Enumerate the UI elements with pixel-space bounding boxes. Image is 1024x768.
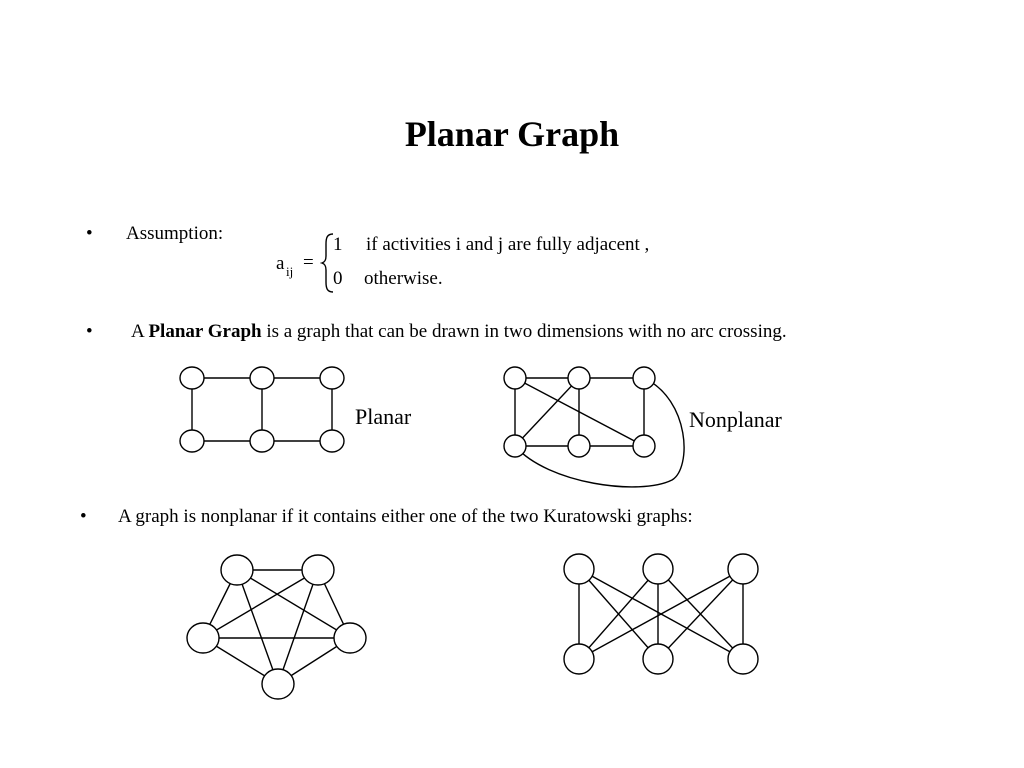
label-nonplanar: Nonplanar [689,407,782,432]
formula-case-2-value: 0 [333,268,343,289]
node [727,553,759,585]
formula-case-2-condition: otherwise. [364,268,443,289]
edge [657,568,744,660]
node [319,366,345,390]
node [563,643,595,675]
bullet-planar-suffix: is a graph that can be drawn in two dime… [261,321,787,342]
nonplanar-graph [503,366,685,488]
edge [578,568,659,660]
formula-case-1-value: 1 [333,234,343,255]
node [727,643,759,675]
edge [277,569,319,685]
bullet-kuratowski: A graph is nonplanar if it contains eith… [118,506,693,527]
slide-title: Planar Graph [404,114,620,154]
formula-lhs-subscript: ij [286,264,294,279]
edge [514,377,580,447]
formula-lhs: a [276,253,285,274]
formula-brace [320,233,334,293]
node [301,554,335,586]
edge [578,568,744,660]
bullet-marker: • [80,506,87,527]
node [220,554,254,586]
edge-curve [514,377,685,488]
bullet-assumption: Assumption: [126,223,224,244]
node [261,668,295,700]
bullet-planar-term: Planar Graph [148,321,262,342]
edge [236,569,279,685]
edge [514,377,645,447]
node [642,643,674,675]
bullet-marker: • [86,223,93,244]
edge [236,569,351,639]
node [642,553,674,585]
node [567,366,591,390]
bullet-marker: • [86,321,93,342]
node [249,429,275,453]
node [319,429,345,453]
node [632,434,656,458]
kuratowski-k5-graph [186,554,367,700]
formula-equals: = [303,252,314,273]
node [333,622,367,654]
node [503,366,527,390]
bullet-planar-definition: A Planar Graph is a graph that can be dr… [131,320,787,344]
node [179,366,205,390]
bullet-planar-prefix: A [131,321,149,342]
node [567,434,591,458]
kuratowski-k33-graph [563,553,759,675]
node [186,622,220,654]
planar-graph [179,366,345,453]
edge [202,569,319,639]
label-planar: Planar [355,404,412,429]
node [503,434,527,458]
node [632,366,656,390]
node [179,429,205,453]
node [249,366,275,390]
formula-case-1-condition: if activities i and j are fully adjacent… [366,234,650,255]
node [563,553,595,585]
